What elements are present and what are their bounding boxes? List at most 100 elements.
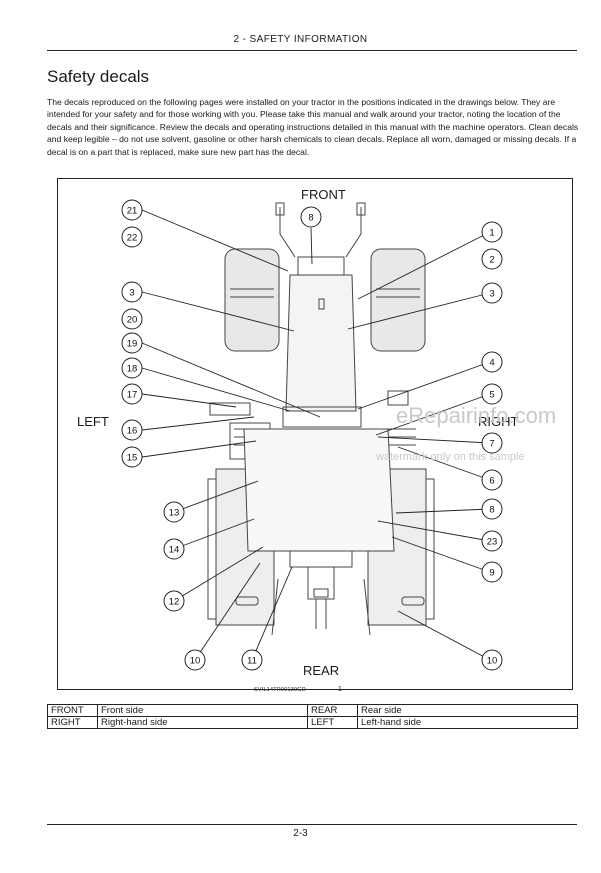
callout-circle	[163, 501, 185, 523]
callout-number: 20	[127, 315, 138, 326]
callout-circle	[481, 561, 503, 583]
callout-2: 2	[481, 248, 503, 270]
callout-number: 17	[127, 390, 138, 401]
callout-circle	[481, 248, 503, 270]
callout-circle	[481, 498, 503, 520]
callout-number: 12	[169, 597, 180, 608]
page-title: Safety decals	[47, 67, 150, 86]
callout-circle	[241, 649, 263, 671]
legend-meaning: Front side	[97, 704, 308, 717]
callout-circle	[121, 226, 143, 248]
legend-abbrev: REAR	[307, 704, 358, 717]
legend-abbrev: LEFT	[307, 716, 358, 729]
callout-number: 5	[489, 390, 494, 401]
legend-meaning: Rear side	[357, 704, 578, 717]
callout-circle	[121, 281, 143, 303]
callout-circle	[163, 538, 185, 560]
figure-number: 1	[338, 686, 342, 693]
callout-number: 7	[489, 439, 494, 450]
callout-1: 1	[481, 221, 503, 243]
callout-8: 8	[481, 498, 503, 520]
callout-15: 15	[121, 446, 143, 468]
callout-number: 8	[308, 213, 313, 224]
callout-number: 4	[489, 358, 494, 369]
callout-circle	[481, 432, 503, 454]
callout-number: 8	[489, 505, 494, 516]
callout-circle	[121, 199, 143, 221]
callout-circle	[481, 351, 503, 373]
callout-circle	[121, 383, 143, 405]
callout-number: 23	[487, 537, 498, 548]
callout-23: 23	[481, 530, 503, 552]
callout-number: 22	[127, 233, 138, 244]
callout-19: 19	[121, 332, 143, 354]
callout-6: 6	[481, 469, 503, 491]
callout-9: 9	[481, 561, 503, 583]
callout-number: 10	[190, 656, 201, 667]
callout-4: 4	[481, 351, 503, 373]
callout-8: 8	[300, 206, 322, 228]
callout-number: 18	[127, 364, 138, 375]
callout-number: 3	[489, 289, 494, 300]
callout-7: 7	[481, 432, 503, 454]
callout-circle	[481, 530, 503, 552]
legend-row: FRONT Front side REAR Rear side	[47, 704, 578, 717]
intro-paragraph: The decals reproduced on the following p…	[47, 97, 579, 157]
callout-circle	[121, 357, 143, 379]
callout-13: 13	[163, 501, 185, 523]
callout-22: 22	[121, 226, 143, 248]
callout-circle	[121, 419, 143, 441]
watermark-site: eRepairinfo.com	[396, 403, 557, 428]
legend-meaning: Right-hand side	[97, 716, 308, 729]
callout-12: 12	[163, 590, 185, 612]
callout-circle	[481, 383, 503, 405]
callout-number: 2	[489, 255, 494, 266]
callout-5: 5	[481, 383, 503, 405]
footer-divider	[47, 824, 577, 825]
figure-code: SVIL14TR00139GD	[254, 687, 306, 693]
callout-21: 21	[121, 199, 143, 221]
callout-circle	[121, 446, 143, 468]
left-label: LEFT	[77, 414, 109, 429]
watermark-note: watermark only on this sample	[376, 451, 525, 463]
callout-number: 6	[489, 476, 494, 487]
callout-3: 3	[481, 282, 503, 304]
callout-number: 15	[127, 453, 138, 464]
callout-number: 1	[489, 228, 494, 239]
callout-circle	[300, 206, 322, 228]
section-header: 2 - SAFETY INFORMATION	[233, 34, 368, 45]
callout-16: 16	[121, 419, 143, 441]
page-number: 2-3	[293, 828, 308, 839]
legend-row: RIGHT Right-hand side LEFT Left-hand sid…	[47, 716, 578, 729]
callout-circle	[184, 649, 206, 671]
callout-number: 13	[169, 508, 180, 519]
callout-10: 10	[481, 649, 503, 671]
callout-circle	[121, 308, 143, 330]
callout-number: 16	[127, 426, 138, 437]
front-label: FRONT	[301, 187, 346, 202]
callout-number: 21	[127, 206, 138, 217]
header-divider	[47, 50, 577, 51]
legend-abbrev: RIGHT	[47, 716, 98, 729]
callout-number: 11	[247, 656, 257, 667]
callout-number: 14	[169, 545, 180, 556]
legend-table: FRONT Front side REAR Rear side RIGHT Ri…	[47, 704, 578, 729]
callout-circle	[163, 590, 185, 612]
callout-number: 19	[127, 339, 138, 350]
callout-18: 18	[121, 357, 143, 379]
callout-3: 3	[121, 281, 143, 303]
callout-number: 3	[129, 288, 134, 299]
callout-10: 10	[184, 649, 206, 671]
callout-circle	[481, 221, 503, 243]
callout-14: 14	[163, 538, 185, 560]
callout-circle	[481, 469, 503, 491]
callout-number: 9	[489, 568, 494, 579]
right-label: RIGHT	[478, 414, 519, 429]
callout-11: 11	[241, 649, 263, 671]
callout-number: 10	[487, 656, 498, 667]
rear-label: REAR	[303, 663, 340, 678]
callout-17: 17	[121, 383, 143, 405]
callout-20: 20	[121, 308, 143, 330]
